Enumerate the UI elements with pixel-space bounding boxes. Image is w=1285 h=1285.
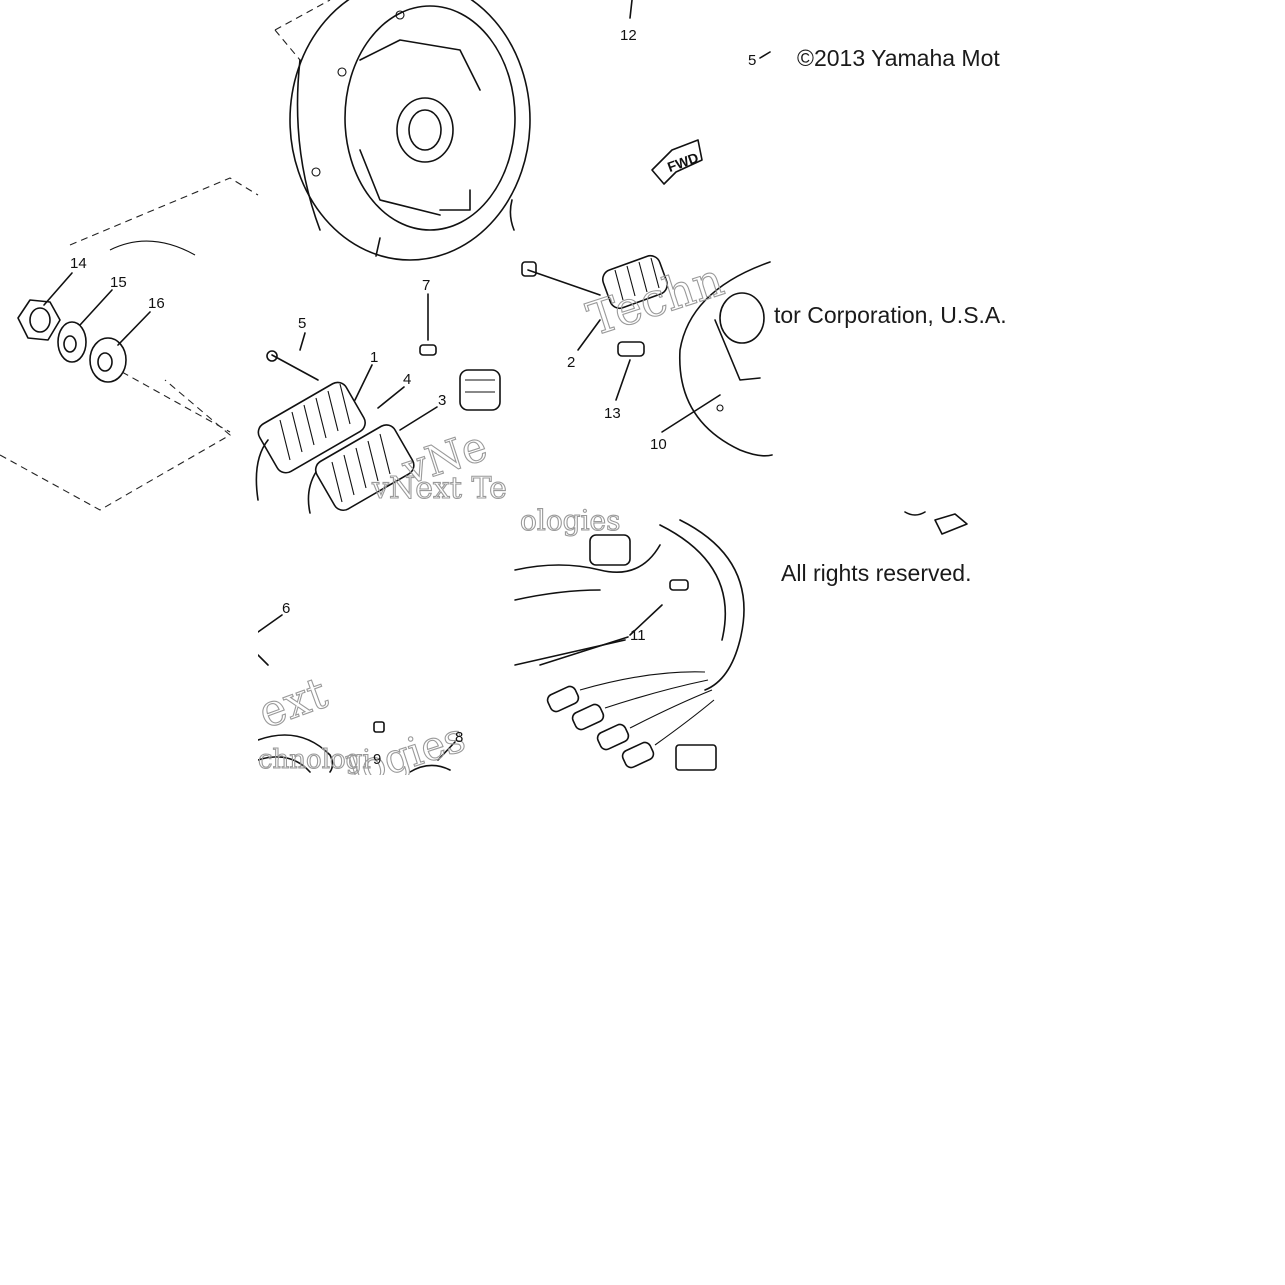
nut-and-washers <box>0 177 259 511</box>
callout-15: 15 <box>110 274 127 291</box>
callout-9: 9 <box>373 751 381 768</box>
callout-13: 13 <box>604 405 621 422</box>
callout-3: 3 <box>438 392 446 409</box>
callout-16: 16 <box>148 295 165 312</box>
callout-6: 6 <box>282 600 290 617</box>
callout-7: 7 <box>422 277 430 294</box>
callout-11: 11 <box>630 627 646 644</box>
watermark-text: ext <box>252 667 334 738</box>
callout-10: 10 <box>650 436 667 453</box>
callout-numbers: 12 5 14 15 16 5 7 1 4 3 2 13 10 6 8 9 11 <box>70 27 756 768</box>
watermark-text: vNext Te <box>371 471 507 506</box>
coil-assembly <box>255 344 501 514</box>
watermark-text: Techn <box>581 252 730 346</box>
copyright-line-1: ©2013 Yamaha Mot <box>797 45 1000 71</box>
callout-4: 4 <box>403 371 411 388</box>
callout-1: 1 <box>370 349 378 366</box>
callout-14: 14 <box>70 255 87 272</box>
watermark-text: ologies <box>520 504 621 537</box>
watermark-text: chnologi <box>258 745 371 775</box>
leader-lines <box>43 0 771 761</box>
copyright-line-3: All rights reserved. <box>781 560 972 586</box>
copyright-line-2: tor Corporation, U.S.A. <box>774 302 1007 328</box>
stator-plate <box>509 199 773 457</box>
pulser-coil <box>257 654 451 773</box>
callout-5: 5 <box>298 315 306 332</box>
callout-8: 8 <box>455 729 463 746</box>
callout-5-top: 5 <box>748 52 756 69</box>
callout-12: 12 <box>620 27 637 44</box>
flywheel-rotor <box>274 0 531 261</box>
callout-2: 2 <box>567 354 575 371</box>
wiring-harness <box>514 511 968 771</box>
connector-plugs <box>546 671 717 771</box>
